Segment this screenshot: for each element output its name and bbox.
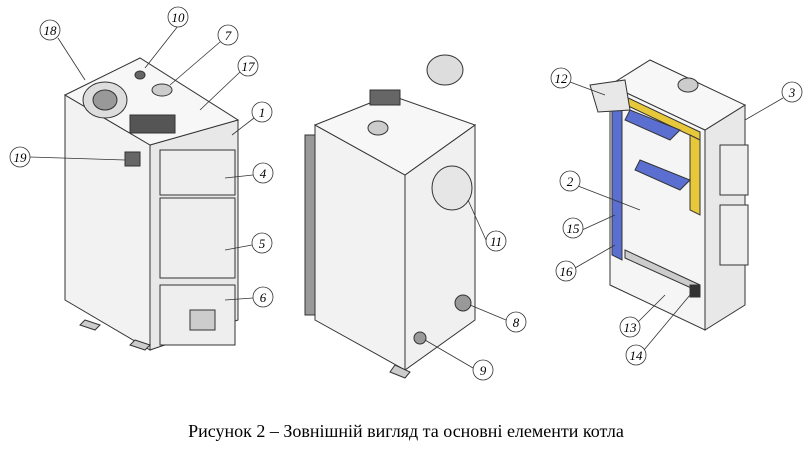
callout-13: 13 <box>624 320 638 335</box>
callout-14: 14 <box>630 348 644 363</box>
callout-6: 6 <box>260 290 267 305</box>
callout-3: 3 <box>788 85 796 100</box>
callout-labels: 18 10 7 17 1 19 4 5 6 11 8 9 12 3 2 15 1… <box>9 6 803 381</box>
callout-12: 12 <box>555 71 569 86</box>
callout-11: 11 <box>490 234 502 249</box>
figure-caption: Рисунок 2 – Зовнішній вигляд та основні … <box>188 421 624 441</box>
boiler-rear-view <box>304 54 477 379</box>
callout-2: 2 <box>567 174 574 189</box>
callouts <box>29 25 784 369</box>
callout-18: 18 <box>44 23 58 38</box>
callout-1: 1 <box>259 105 266 120</box>
callout-19: 19 <box>14 150 28 165</box>
callout-5: 5 <box>259 236 266 251</box>
callout-7: 7 <box>225 28 232 43</box>
boiler-cutaway-view <box>589 59 749 331</box>
callout-9: 9 <box>480 363 487 378</box>
callout-4: 4 <box>260 166 267 181</box>
callout-8: 8 <box>513 315 520 330</box>
callout-10: 10 <box>172 10 186 25</box>
callout-15: 15 <box>567 221 581 236</box>
callout-17: 17 <box>242 59 256 74</box>
callout-16: 16 <box>560 264 574 279</box>
boiler-front-view <box>63 57 240 351</box>
